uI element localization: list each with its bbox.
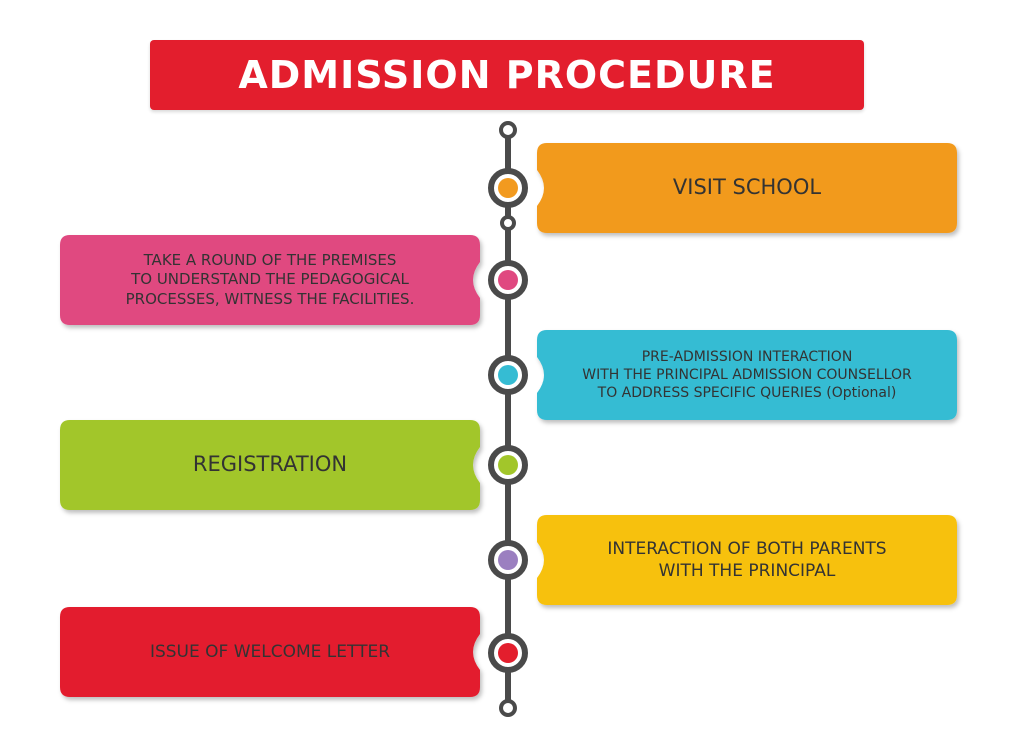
timeline-bottom-cap [499,699,517,717]
step-label-5: INTERACTION OF BOTH PARENTS WITH THE PRI… [607,538,887,581]
step-node-1 [498,178,518,198]
step-label-4: REGISTRATION [192,452,348,477]
step-box-5 [537,515,957,605]
step-box-6 [60,607,480,697]
step-label-6: ISSUE OF WELCOME LETTER [149,641,391,662]
step-box-3 [537,330,957,420]
step-node-3 [498,365,518,385]
timeline-top-cap [499,121,517,139]
step-box-1 [537,143,957,233]
step-node-2 [498,270,518,290]
step-box-4 [60,420,480,510]
timeline-connector-ring [500,215,516,231]
step-label-3: PRE-ADMISSION INTERACTION WITH THE PRINC… [582,348,912,402]
step-box-2 [60,235,480,325]
step-node-5 [498,550,518,570]
step-label-1: VISIT SCHOOL [672,175,822,200]
step-label-2: TAKE A ROUND OF THE PREMISES TO UNDERSTA… [125,250,415,308]
page-title: ADMISSION PROCEDURE [238,53,776,97]
title-banner: ADMISSION PROCEDURE [150,40,864,110]
step-node-4 [498,455,518,475]
step-node-6 [498,643,518,663]
